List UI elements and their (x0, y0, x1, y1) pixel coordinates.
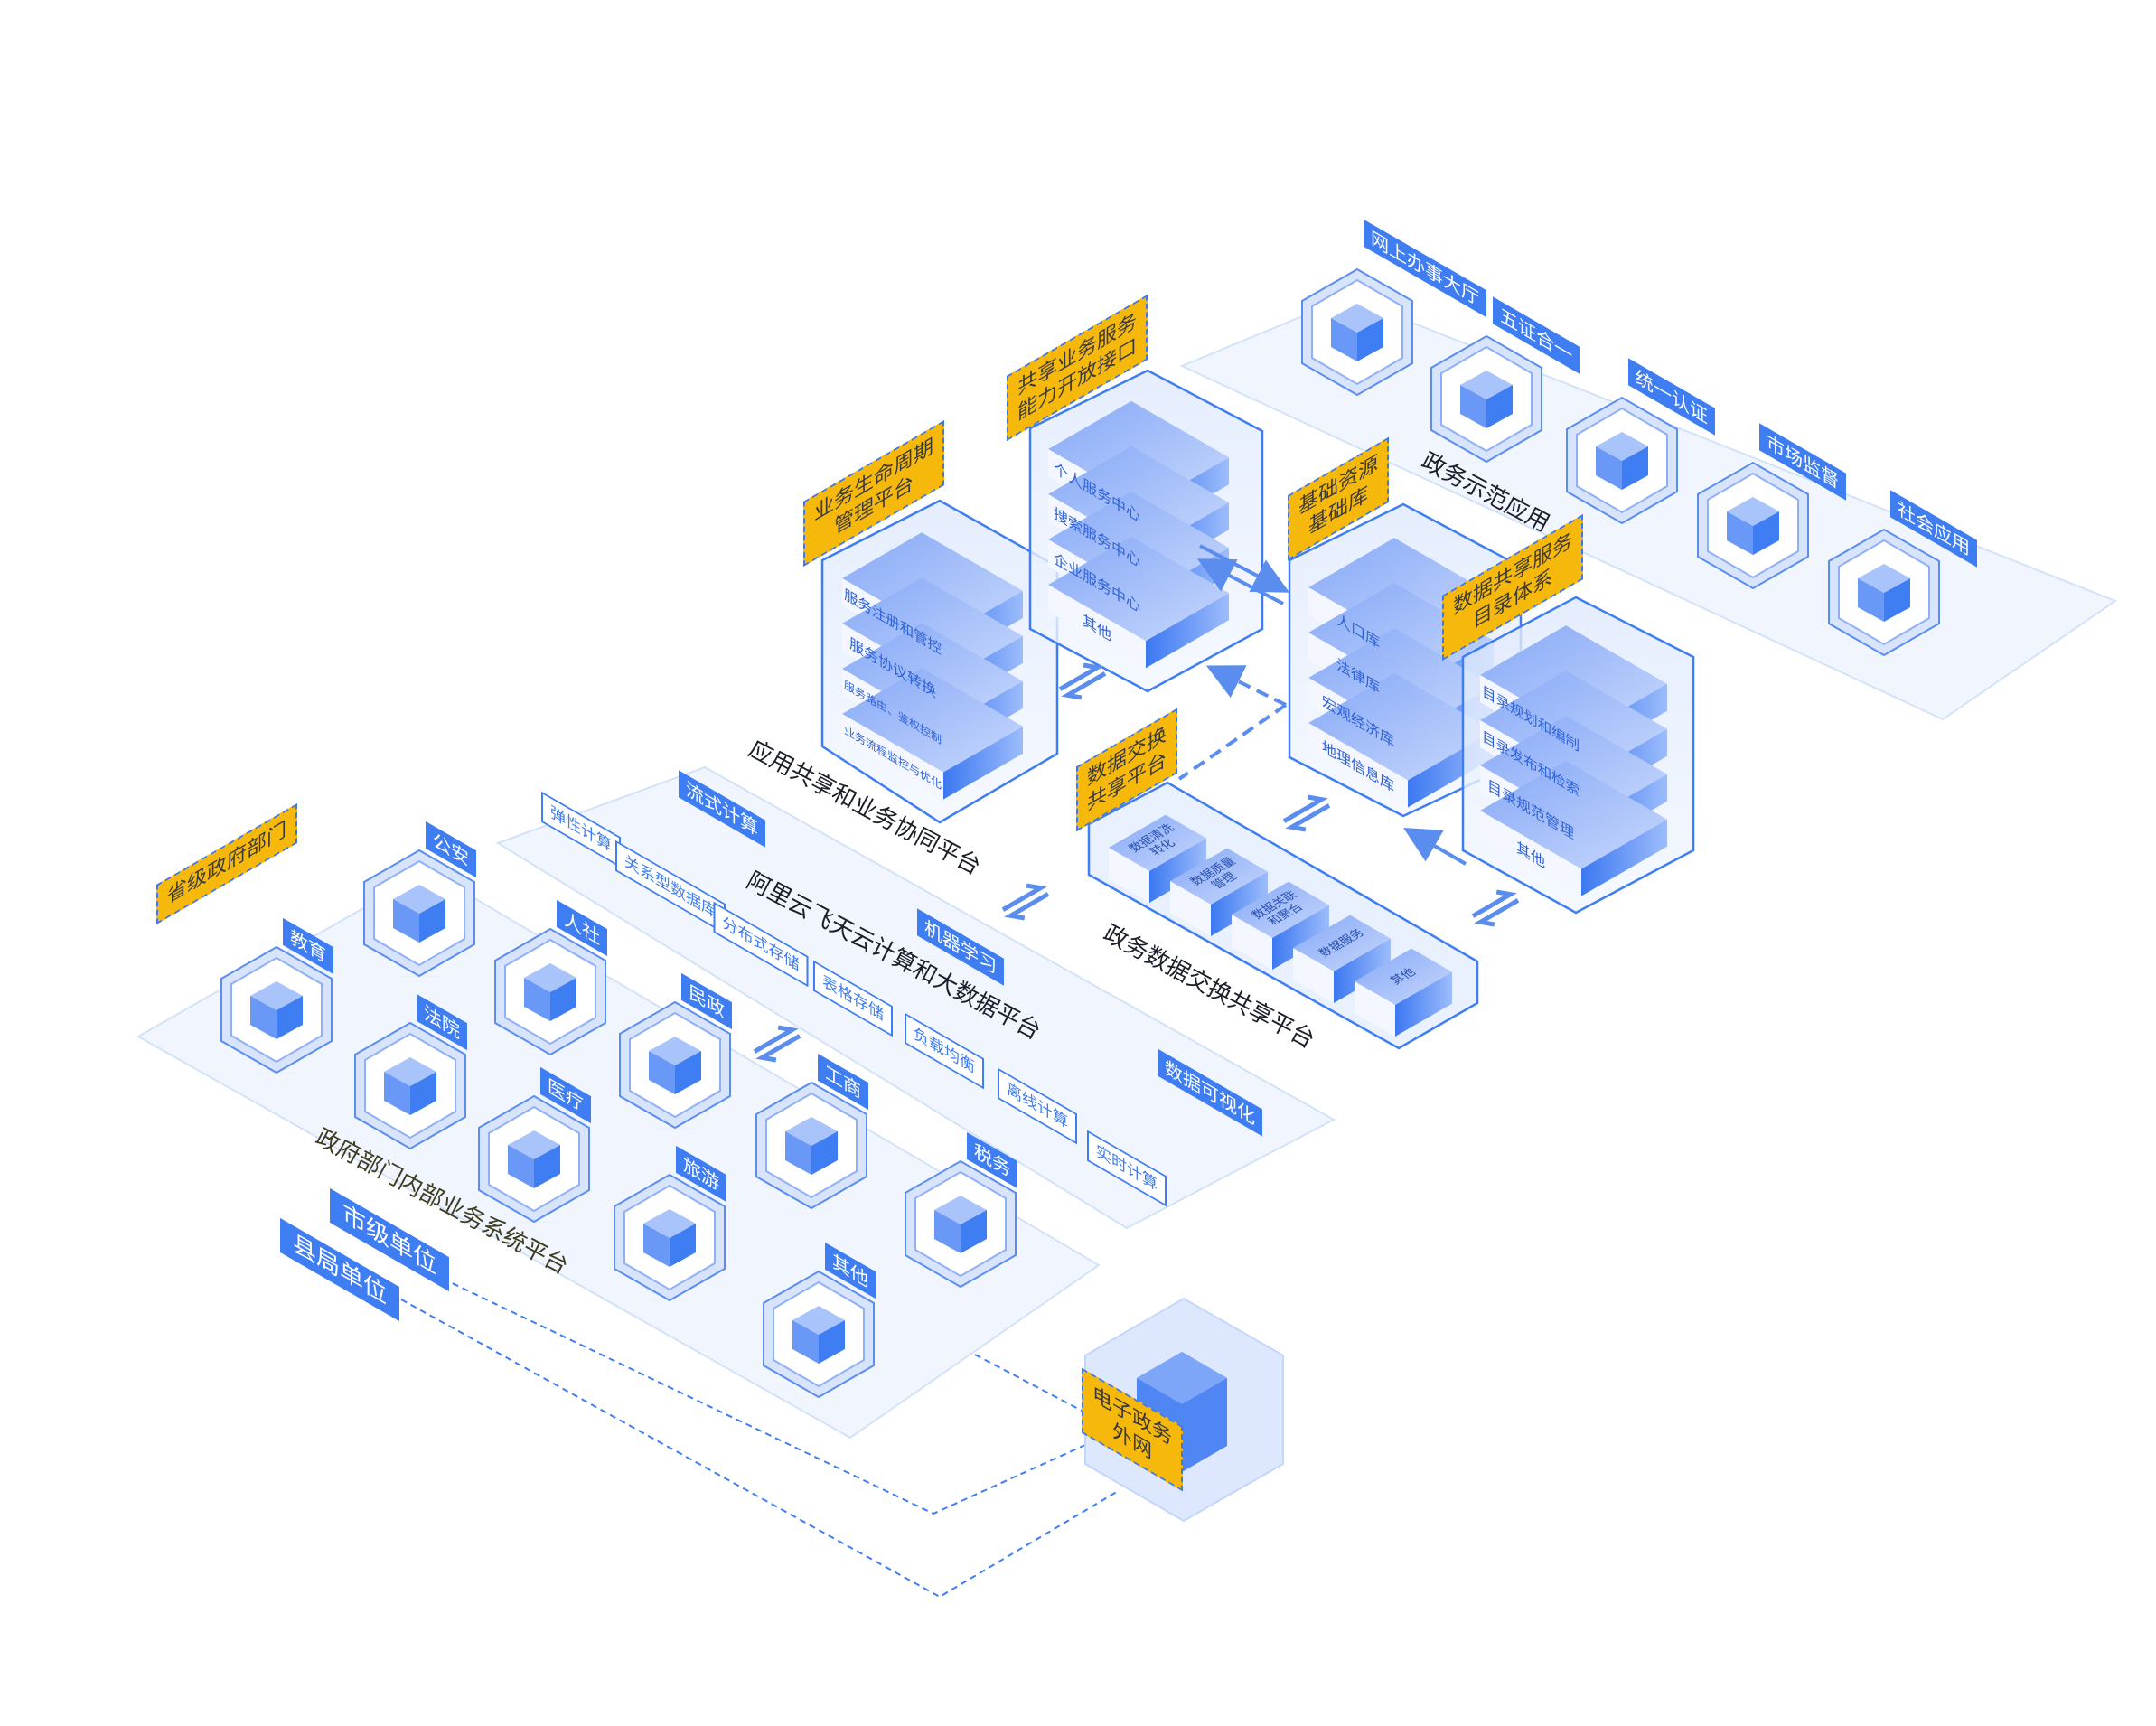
department-item: 医疗 (477, 1066, 591, 1239)
server-outline (1461, 596, 1695, 915)
dashed-line (1177, 703, 1288, 781)
cube-icon (494, 927, 606, 1072)
cube-icon (1566, 396, 1678, 540)
cube-icon (1301, 267, 1413, 412)
department-item: 工商 (755, 1053, 868, 1225)
cube-icon (1697, 461, 1809, 605)
server-outline (820, 499, 1059, 824)
double-arrow-icon (1058, 662, 1107, 700)
app-item: 网上办事大厅 (1300, 219, 1486, 412)
cloud-platform (495, 765, 1336, 1230)
exchange-slab (1293, 915, 1391, 1003)
department-item: 民政 (618, 972, 732, 1145)
network-inner-cube-top (1137, 1352, 1227, 1404)
cube-icon (1828, 528, 1940, 672)
arrow-line (1199, 544, 1290, 593)
network-link-line (974, 1354, 1086, 1413)
cube-icon (755, 1081, 867, 1225)
department-item: 其他 (762, 1242, 876, 1414)
double-arrow-icon (1001, 883, 1050, 921)
department-item: 法院 (353, 993, 467, 1166)
department-item: 教育 (220, 917, 333, 1090)
app-item: 统一认证 (1565, 358, 1715, 540)
double-arrow-icon (753, 1025, 801, 1063)
department-item: 人社 (493, 899, 607, 1072)
cube-icon (220, 945, 333, 1090)
server-slab (1480, 761, 1667, 896)
exchange-slab (1355, 948, 1452, 1037)
app-item: 五证合一 (1430, 296, 1580, 479)
arrow-line (1196, 558, 1284, 605)
dashed-arrow-line (1205, 665, 1287, 707)
cube-icon (763, 1270, 875, 1414)
exchange-slab (1232, 881, 1329, 970)
server-slab (1048, 536, 1229, 669)
app-item: 市场监督 (1696, 423, 1846, 605)
server-outline (1028, 369, 1264, 693)
department-item: 旅游 (613, 1145, 726, 1318)
arrow-line (1403, 827, 1467, 866)
app-item: 社会应用 (1827, 490, 1977, 672)
double-arrow-icon (1471, 889, 1520, 927)
department-item: 税务 (904, 1131, 1017, 1304)
double-arrow-icon (1282, 794, 1331, 832)
exchange-slab (1170, 848, 1268, 936)
server-slab (842, 668, 1023, 800)
network-link-line (442, 1278, 1086, 1515)
department-item: 公安 (362, 821, 476, 993)
exchange-slab (1109, 814, 1206, 903)
cube-icon (1430, 334, 1542, 479)
